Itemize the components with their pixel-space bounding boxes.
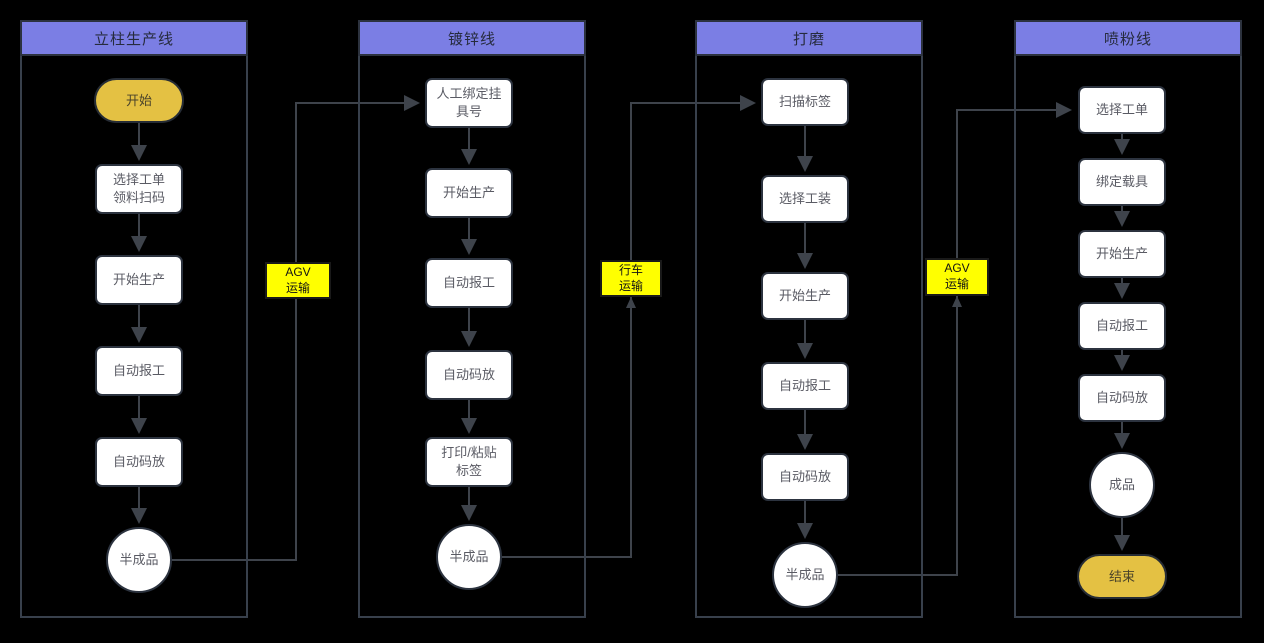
semi-finished-node-1: 半成品 [106,527,172,593]
auto-report-node-2: 自动报工 [425,258,513,308]
auto-stack-node-3: 自动码放 [761,453,849,501]
agv-transport-label-1: AGV 运输 [265,262,331,299]
end-node: 结束 [1077,554,1167,599]
auto-stack-node-2: 自动码放 [425,350,513,400]
start-production-node-3: 开始生产 [761,272,849,320]
crane-transport-label: 行车 运输 [600,260,662,297]
select-tooling-node: 选择工装 [761,175,849,223]
agv-transport-label-2: AGV 运输 [925,258,989,296]
lane-grinding: 打磨 [695,20,923,618]
auto-stack-node-1: 自动码放 [95,437,183,487]
start-production-node-2: 开始生产 [425,168,513,218]
select-workorder-pick-scan-node: 选择工单 领料扫码 [95,164,183,214]
start-production-node-1: 开始生产 [95,255,183,305]
finished-product-node: 成品 [1089,452,1155,518]
up-arrowhead [952,296,962,307]
semi-finished-node-2: 半成品 [436,524,502,590]
lane-header-galvanizing: 镀锌线 [358,20,586,56]
up-arrowhead [626,297,636,308]
print-paste-label-node: 打印/粘贴 标签 [425,437,513,487]
bind-carrier-node: 绑定载具 [1078,158,1166,206]
scan-label-node: 扫描标签 [761,78,849,126]
select-workorder-node: 选择工单 [1078,86,1166,134]
lane-powder-coating: 喷粉线 [1014,20,1242,618]
auto-report-node-3: 自动报工 [761,362,849,410]
auto-stack-node-4: 自动码放 [1078,374,1166,422]
lane-header-grinding: 打磨 [695,20,923,56]
manual-bind-hanger-node: 人工绑定挂 具号 [425,78,513,128]
semi-finished-node-3: 半成品 [772,542,838,608]
lane-galvanizing: 镀锌线 [358,20,586,618]
lane-column-production: 立柱生产线 [20,20,248,618]
auto-report-node-1: 自动报工 [95,346,183,396]
start-production-node-4: 开始生产 [1078,230,1166,278]
auto-report-node-4: 自动报工 [1078,302,1166,350]
start-node: 开始 [94,78,184,123]
lane-header-column-production: 立柱生产线 [20,20,248,56]
lane-header-powder-coating: 喷粉线 [1014,20,1242,56]
